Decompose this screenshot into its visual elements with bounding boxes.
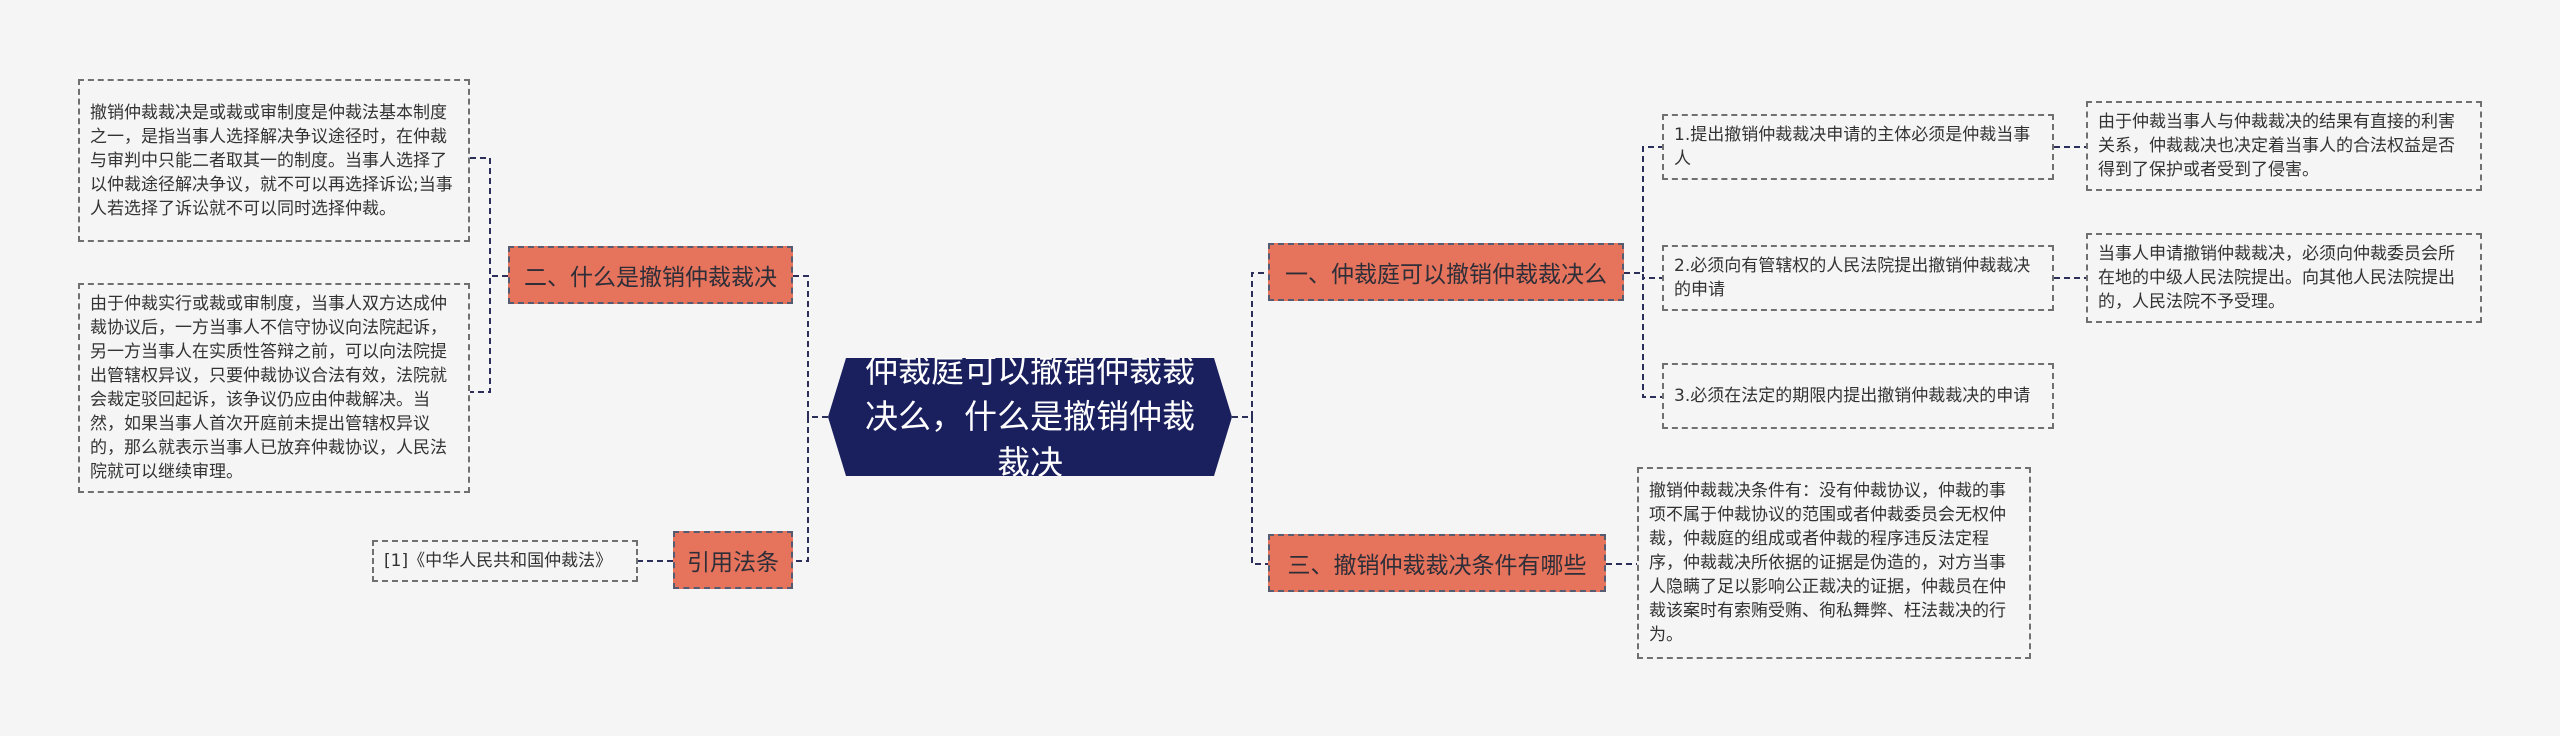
link-b2-leaf1 [470,157,508,277]
branch-what-is-revocation[interactable]: 二、什么是撤销仲裁裁决 [508,246,793,304]
branch-revoke-conditions[interactable]: 三、撤销仲裁裁决条件有哪些 [1268,534,1606,592]
link-b2-leaf2 [470,275,508,393]
b1-leaf-2-detail[interactable]: 当事人申请撤销仲裁裁决，必须向仲裁委员会所在地的中级人民法院提出。向其他人民法院… [2086,233,2482,323]
link-root-b4 [793,416,828,562]
b3-leaf-1[interactable]: 撤销仲裁裁决条件有：没有仲裁协议，仲裁的事项不属于仲裁协议的范围或者仲裁委员会无… [1637,467,2031,659]
b2-leaf-2-text: 由于仲裁实行或裁或审制度，当事人双方达成仲裁协议后，一方当事人不信守协议向法院起… [90,294,447,482]
b2-leaf-2[interactable]: 由于仲裁实行或裁或审制度，当事人双方达成仲裁协议后，一方当事人不信守协议向法院起… [78,283,470,493]
b1-leaf-1-text: 1.提出撤销仲裁裁决申请的主体必须是仲裁当事人 [1674,125,2031,169]
link-root-b3 [1232,416,1268,565]
b1-leaf-2-detail-text: 当事人申请撤销仲裁裁决，必须向仲裁委员会所在地的中级人民法院提出。向其他人民法院… [2098,244,2455,312]
b1-leaf-1[interactable]: 1.提出撤销仲裁裁决申请的主体必须是仲裁当事人 [1662,114,2054,180]
b2-leaf-1-text: 撤销仲裁裁决是或裁或审制度是仲裁法基本制度之一，是指当事人选择解决争议途径时，在… [90,102,453,219]
b1-leaf-2[interactable]: 2.必须向有管辖权的人民法院提出撤销仲裁裁决的申请 [1662,245,2054,311]
branch-label: 一、仲裁庭可以撤销仲裁裁决么 [1285,262,1607,288]
branch-label: 二、什么是撤销仲裁裁决 [524,265,777,291]
link-b1-leaf1 [1624,146,1662,274]
branch-can-tribunal-revoke[interactable]: 一、仲裁庭可以撤销仲裁裁决么 [1268,243,1624,301]
b1-leaf-1-detail-text: 由于仲裁当事人与仲裁裁决的结果有直接的利害关系，仲裁裁决也决定着当事人的合法权益… [2098,112,2455,180]
root-topic[interactable]: 仲裁庭可以撤销仲裁裁决么，什么是撤销仲裁裁决 [828,358,1232,476]
b1-leaf-3-text: 3.必须在法定的期限内提出撤销仲裁裁决的申请 [1674,386,2031,406]
link-root-b1 [1232,272,1268,418]
branch-label: 引用法条 [687,550,779,576]
b3-leaf-1-text: 撤销仲裁裁决条件有：没有仲裁协议，仲裁的事项不属于仲裁协议的范围或者仲裁委员会无… [1649,481,2006,645]
branch-label: 三、撤销仲裁裁决条件有哪些 [1287,553,1587,579]
b2-leaf-1[interactable]: 撤销仲裁裁决是或裁或审制度是仲裁法基本制度之一，是指当事人选择解决争议途径时，在… [78,79,470,242]
b4-leaf-1[interactable]: [1]《中华人民共和国仲裁法》 [372,540,638,582]
link-root-b2 [793,275,828,418]
b4-leaf-1-text: [1]《中华人民共和国仲裁法》 [384,551,613,571]
b1-leaf-1-detail[interactable]: 由于仲裁当事人与仲裁裁决的结果有直接的利害关系，仲裁裁决也决定着当事人的合法权益… [2086,101,2482,191]
b1-leaf-3[interactable]: 3.必须在法定的期限内提出撤销仲裁裁决的申请 [1662,363,2054,429]
branch-cited-laws[interactable]: 引用法条 [673,531,793,589]
link-b1-leaf3 [1624,272,1662,398]
root-topic-label: 仲裁庭可以撤销仲裁裁决么，什么是撤销仲裁裁决 [865,351,1195,482]
b1-leaf-2-text: 2.必须向有管辖权的人民法院提出撤销仲裁裁决的申请 [1674,256,2031,300]
